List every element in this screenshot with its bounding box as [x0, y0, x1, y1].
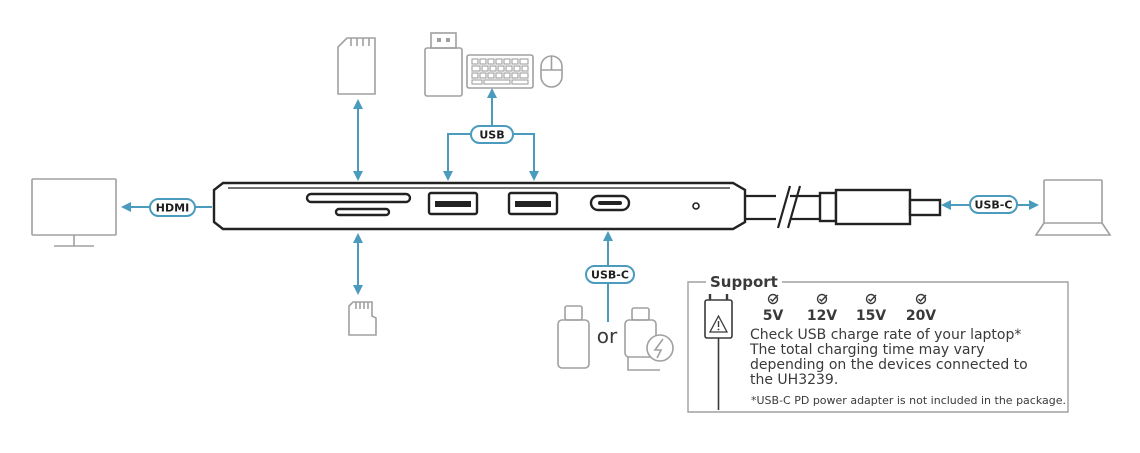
usb-arrows: USB [443, 88, 539, 181]
check-icon [767, 293, 779, 305]
support-line-4: the UH3239. [750, 372, 838, 388]
hdmi-connection: HDMI [121, 198, 212, 217]
support-line-1: Check USB charge rate of your laptop* [750, 327, 1021, 343]
mouse-icon [540, 55, 563, 88]
microsd-card-icon [348, 301, 377, 336]
or-label: or [597, 324, 618, 348]
usb-c-plug-icon [557, 305, 590, 369]
hdmi-label: HDMI [156, 202, 189, 215]
usb-c-laptop-connection: USB-C [941, 195, 1039, 214]
keyboard-icon [466, 54, 534, 89]
usb-a-port-1 [427, 191, 479, 216]
usb-c-power-label-pill [585, 265, 635, 284]
support-footnote: *USB-C PD power adapter is not included … [751, 394, 1066, 407]
voltage-5v: 5V [763, 308, 784, 324]
support-line-3: depending on the devices connected to [750, 357, 1028, 373]
usb-c-port [589, 194, 631, 212]
voltage-20v: 20V [906, 308, 936, 324]
usb-c-cable [745, 185, 942, 229]
check-icon [915, 293, 927, 305]
hdmi-label-pill [149, 198, 196, 217]
check-icon [816, 293, 828, 305]
sd-card-slot [305, 192, 412, 204]
laptop-icon [1034, 179, 1112, 236]
support-title: Support [710, 273, 778, 291]
usb-label-pill [470, 125, 514, 144]
adapter-warning-icon [704, 294, 733, 410]
usb-c-power-connection: USB-C [585, 231, 635, 322]
check-icon [865, 293, 877, 305]
sd-card-icon [337, 37, 376, 95]
voltage-15v: 15V [856, 308, 886, 324]
usb-c-laptop-label-pill [969, 195, 1018, 214]
usb-c-laptop-label: USB-C [975, 199, 1013, 212]
support-box: Support 5V 12V 15V 20V Check USB charge [687, 273, 1069, 413]
usb-a-port-2 [507, 191, 559, 216]
microsd-card-slot [334, 207, 391, 217]
usb-label: USB [479, 129, 504, 142]
usb-c-hub [212, 181, 747, 231]
voltage-12v: 12V [807, 308, 837, 324]
usb-c-power-label: USB-C [591, 269, 629, 282]
support-line-2: The total charging time may vary [749, 342, 985, 358]
power-adapter-icon [624, 307, 674, 371]
led-indicator [692, 202, 700, 210]
monitor-icon [31, 178, 117, 247]
usb-flash-drive-icon [424, 32, 463, 97]
